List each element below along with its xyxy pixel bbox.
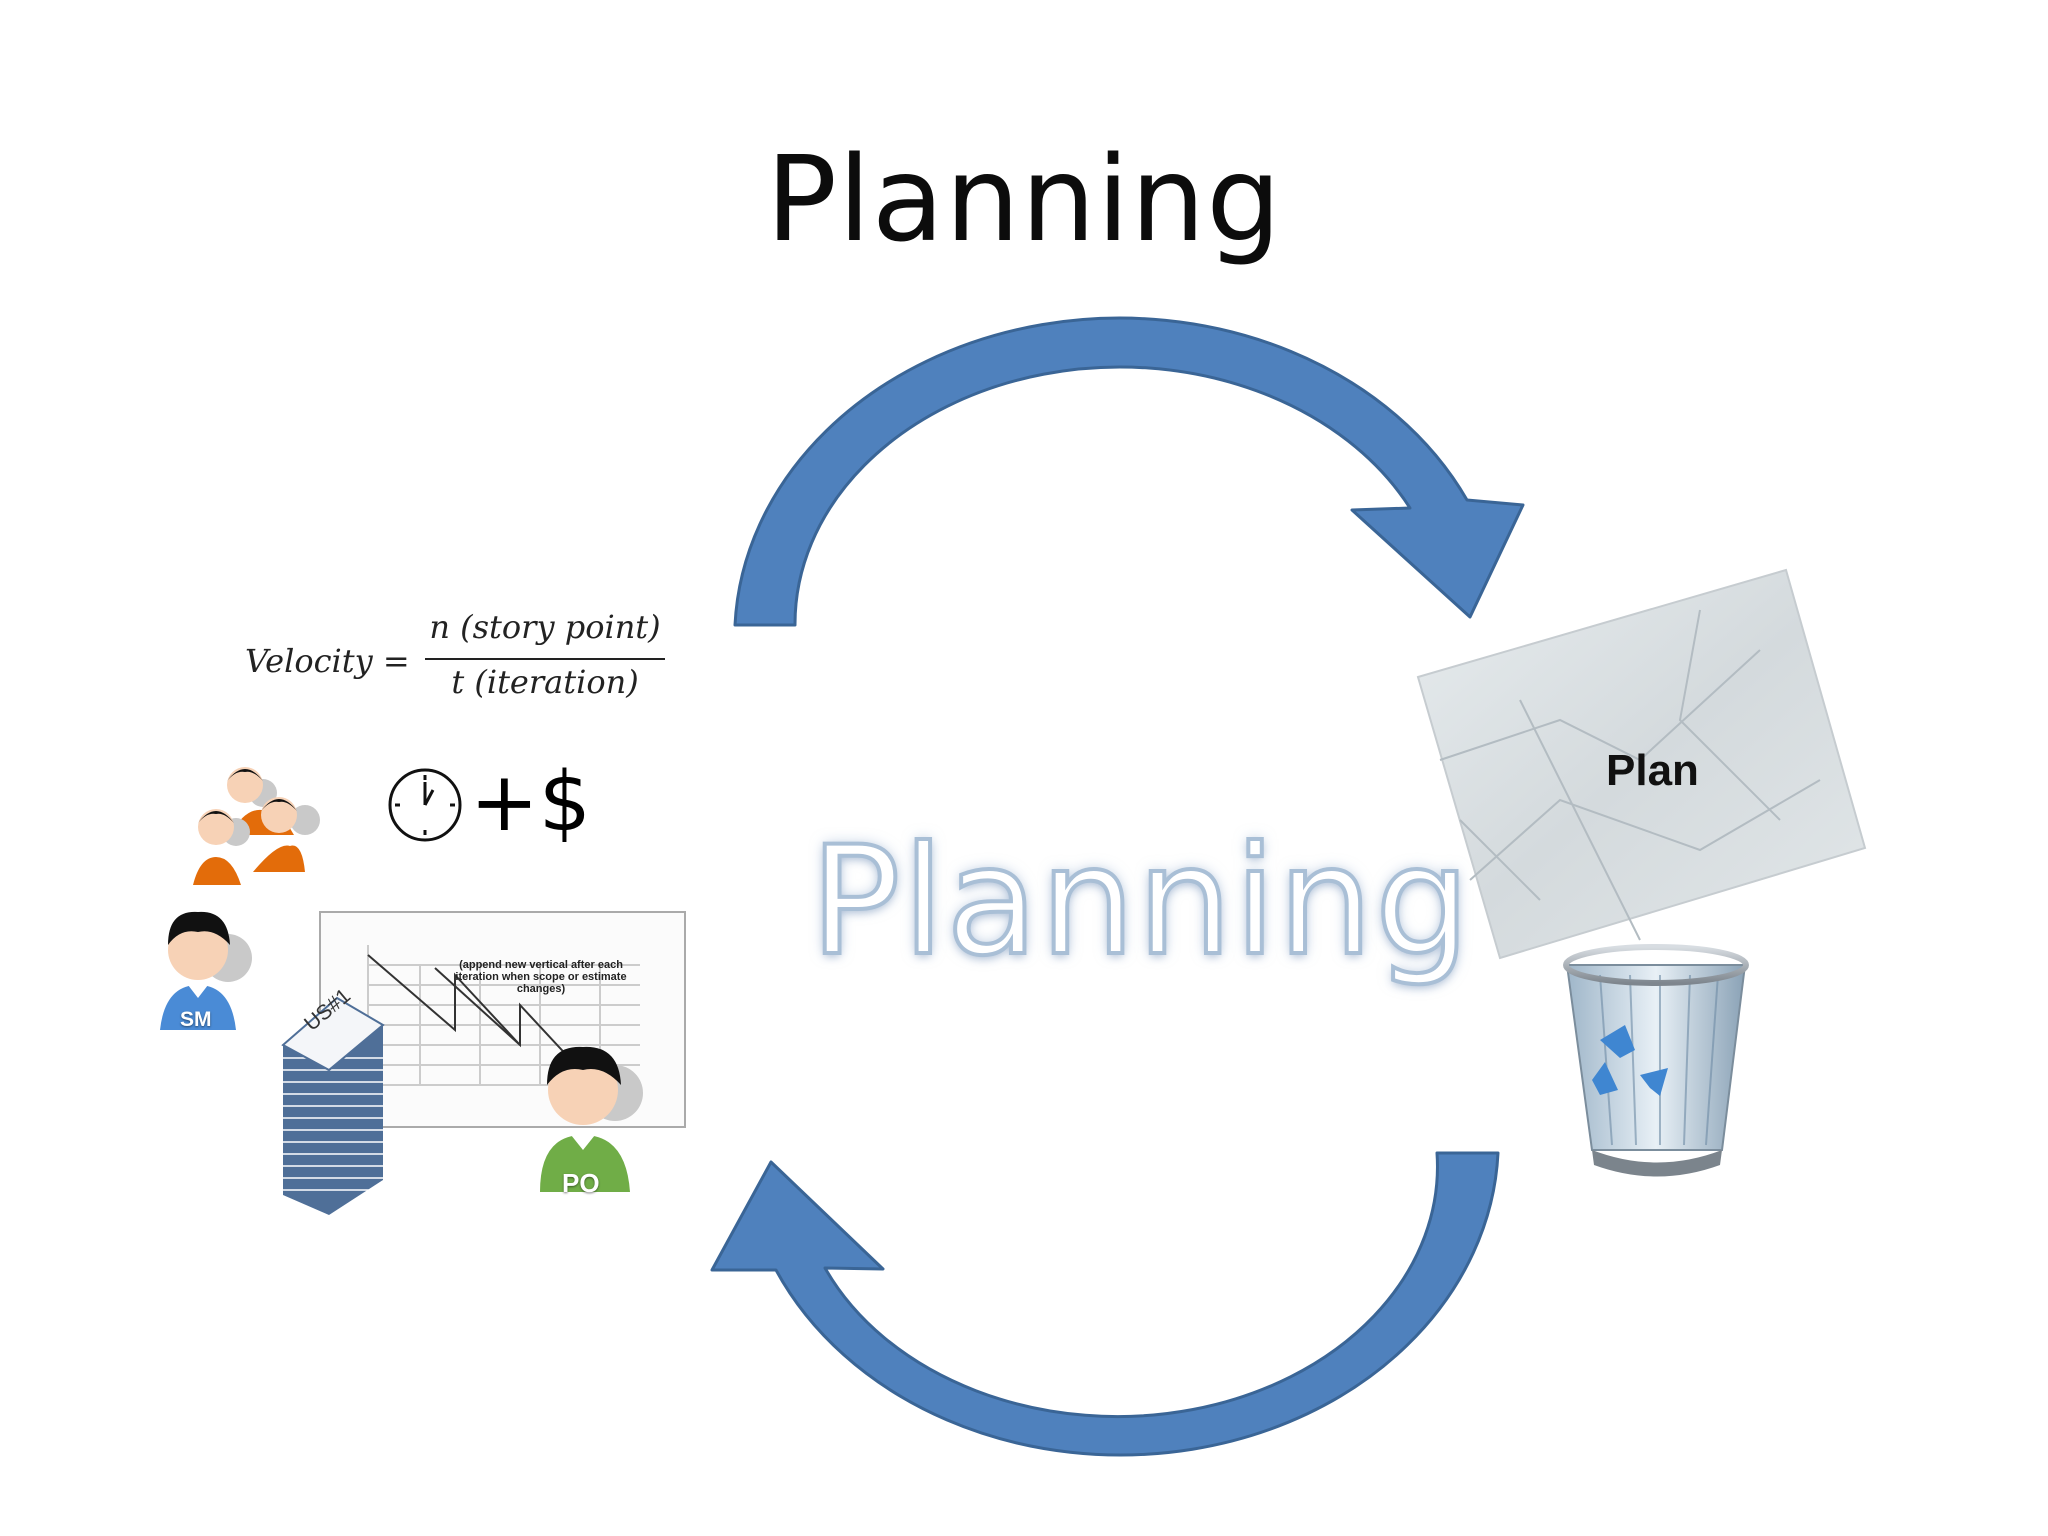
- burndown-note: (append new vertical after each iteratio…: [455, 959, 627, 995]
- velocity-formula: Velocity = n (story point) t (iteration): [245, 608, 665, 708]
- crumpled-paper-icon: [1416, 568, 1867, 960]
- formula-fraction-bar: [425, 658, 665, 660]
- cycle-arrow-top: [733, 316, 1525, 627]
- plan-label: Plan: [1606, 746, 1699, 795]
- recycle-bin-icon: [1563, 944, 1749, 1177]
- product-owner-icon: [540, 1046, 643, 1192]
- cost-label: +$: [470, 755, 591, 850]
- slide-title: Planning: [765, 130, 1283, 268]
- clock-icon: [388, 768, 462, 842]
- scrum-master-icon: [160, 911, 252, 1030]
- formula-lhs: Velocity =: [245, 642, 410, 680]
- story-stack-icon: [281, 996, 385, 1215]
- formula-numerator: n (story point): [429, 608, 661, 646]
- cycle-arrow-bottom: [710, 1151, 1500, 1457]
- scrum-master-badge: SM: [180, 1008, 212, 1031]
- center-word: Planning: [808, 813, 1473, 991]
- team-icon: [193, 767, 320, 885]
- formula-denominator: t (iteration): [451, 663, 639, 701]
- product-owner-badge: PO: [562, 1168, 600, 1198]
